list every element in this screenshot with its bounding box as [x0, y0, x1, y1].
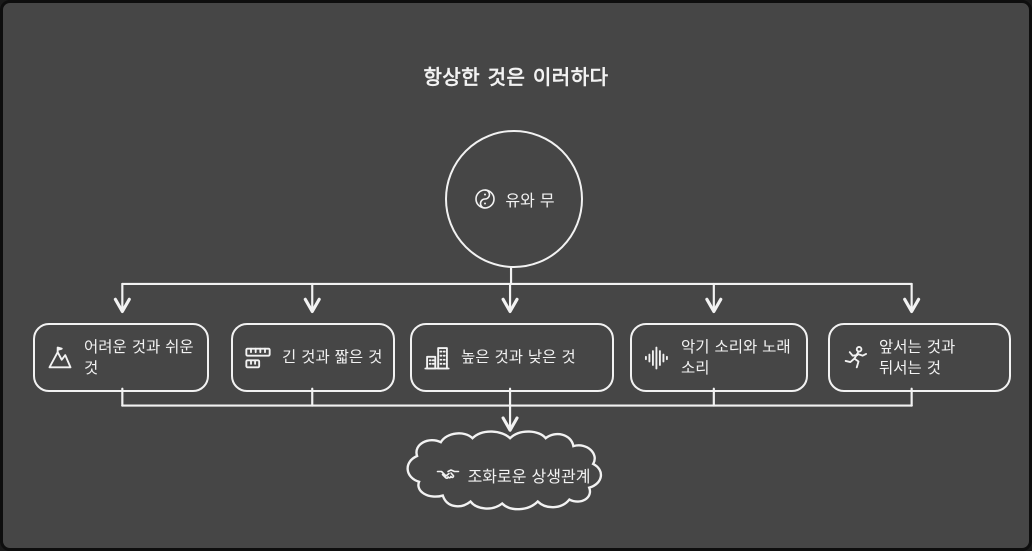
branch-node-instrument-song: 악기 소리와 노래 소리 [630, 323, 808, 392]
root-label: 유와 무 [505, 191, 555, 210]
branch-node-difficult-easy: 어려운 것과 쉬운 것 [33, 323, 209, 392]
sound-wave-icon [643, 344, 671, 372]
result-node: 조화로운 상생관계 [411, 455, 615, 495]
handshake-icon [436, 463, 460, 487]
ruler-icon [244, 344, 272, 372]
branch-node-high-low: 높은 것과 낮은 것 [410, 323, 614, 392]
branch-node-long-short: 긴 것과 짧은 것 [231, 323, 395, 392]
runner-icon [841, 344, 869, 372]
branch-label: 높은 것과 낮은 것 [461, 348, 576, 367]
mountain-icon [46, 344, 74, 372]
root-node: 유와 무 [445, 130, 583, 268]
branch-label: 앞서는 것과 뒤서는 것 [879, 337, 956, 377]
branch-label: 어려운 것과 쉬운 것 [84, 337, 194, 377]
branch-node-lead-follow: 앞서는 것과 뒤서는 것 [828, 323, 1011, 392]
diagram-title: 항상한 것은 이러하다 [423, 65, 609, 89]
branch-label: 악기 소리와 노래 소리 [681, 337, 791, 377]
branch-label: 긴 것과 짧은 것 [282, 348, 383, 367]
buildings-icon [423, 344, 451, 372]
result-label: 조화로운 상생관계 [467, 467, 591, 486]
yin-yang-icon [473, 187, 497, 211]
